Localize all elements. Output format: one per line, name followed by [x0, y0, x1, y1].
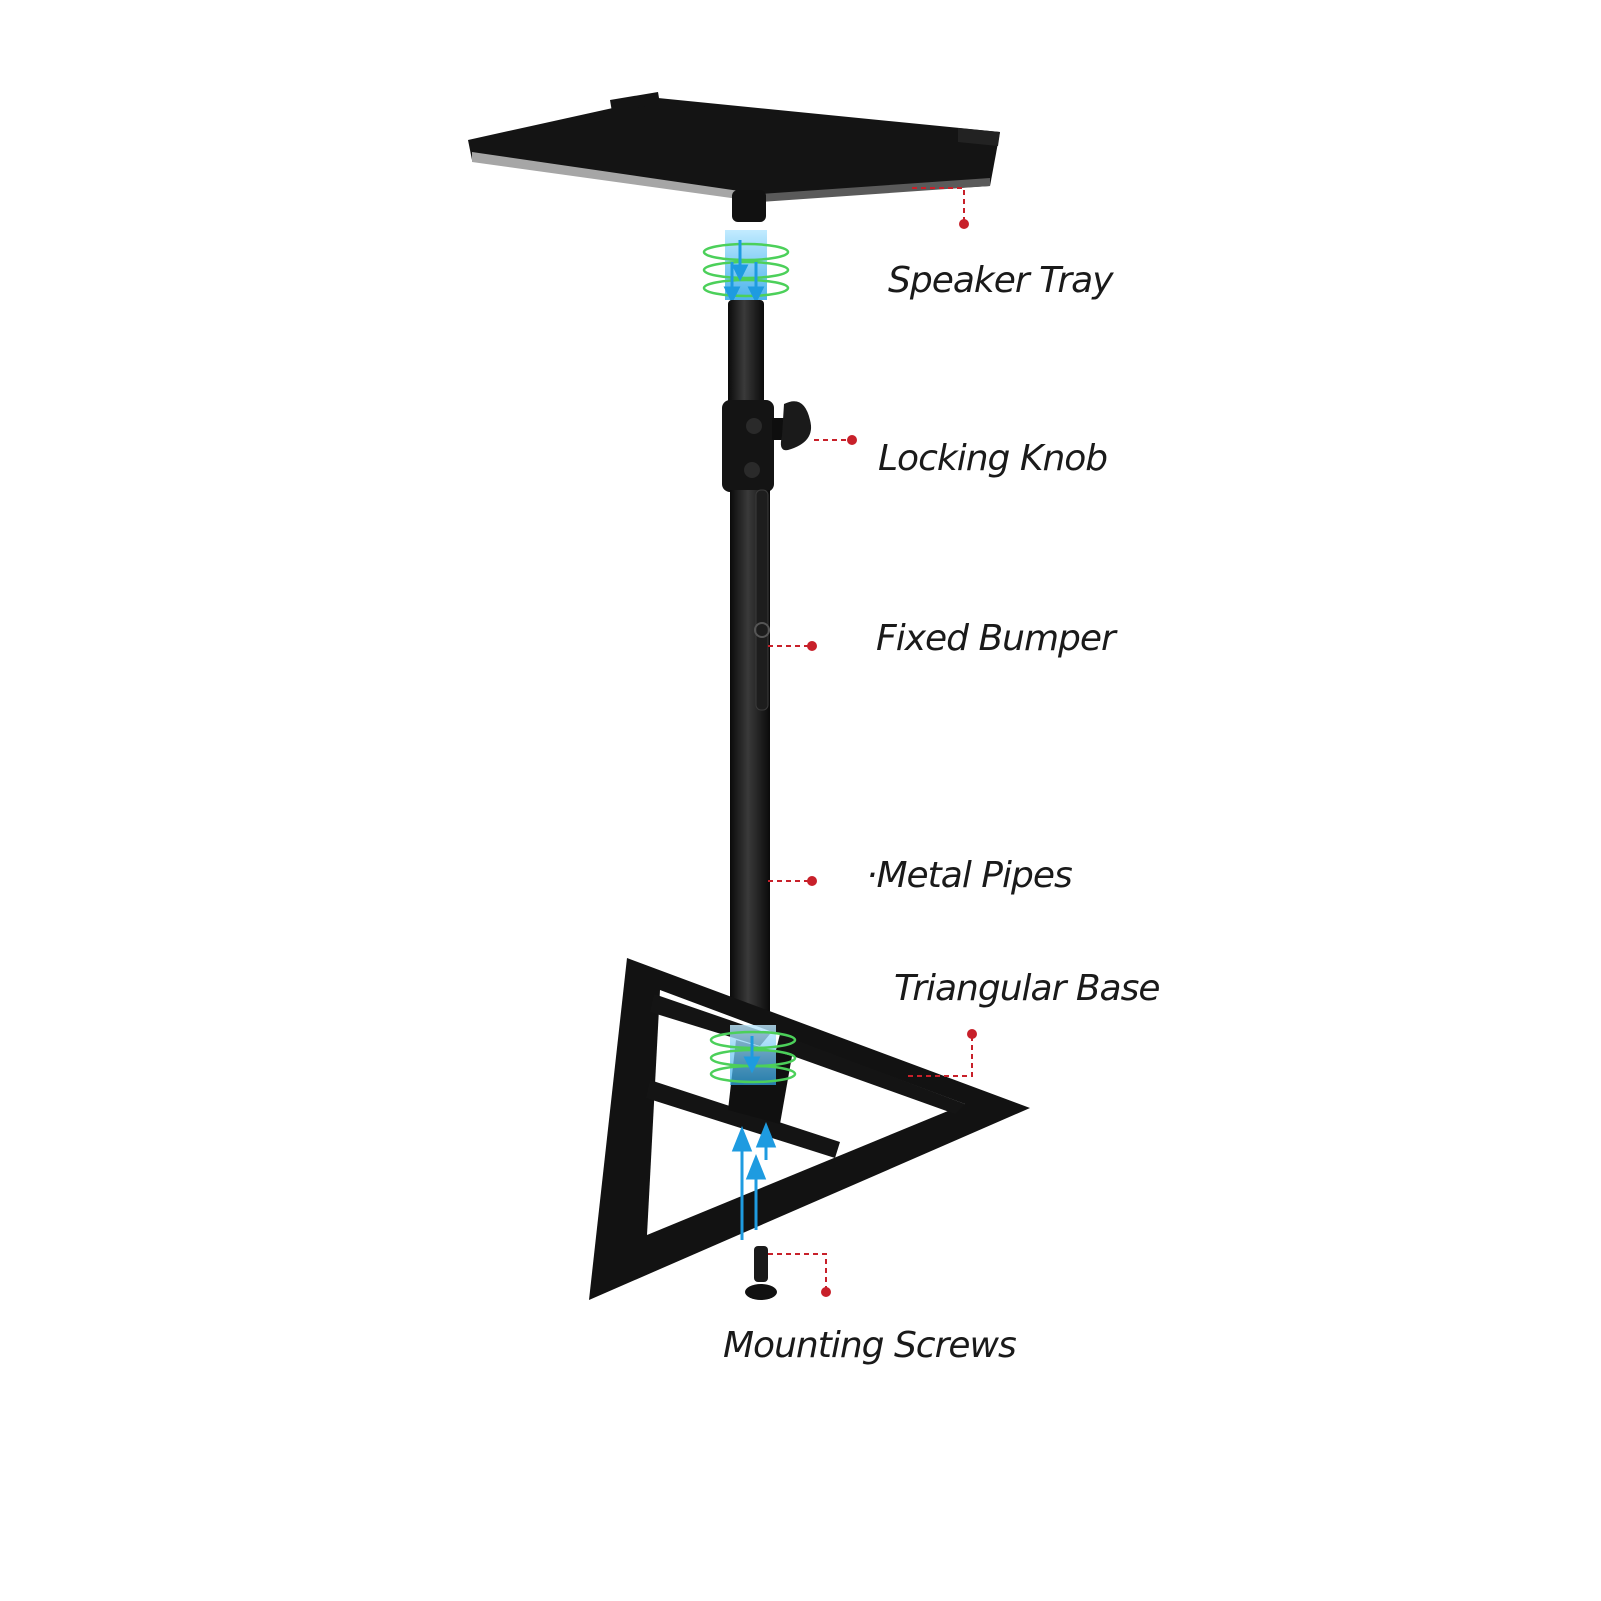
label-fixed-bumper: Fixed Bumper	[876, 618, 1116, 659]
label-metal-pipes: ·Metal Pipes	[866, 855, 1073, 896]
leader-lines	[768, 187, 973, 1292]
screw-icon	[745, 1246, 777, 1300]
leader-dots	[807, 219, 977, 1297]
base-connection-indicator	[709, 1025, 797, 1085]
fixed-bumper	[754, 489, 770, 711]
locking-clamp	[722, 400, 774, 492]
label-triangular-base: Triangular Base	[894, 968, 1161, 1009]
tray-connection-indicator	[702, 230, 790, 304]
label-speaker-tray: Speaker Tray	[888, 260, 1114, 301]
speaker-tray	[468, 92, 1000, 222]
triangular-base	[589, 958, 1030, 1300]
label-locking-knob: Locking Knob	[878, 438, 1108, 479]
label-mounting-screws: Mounting Screws	[723, 1325, 1017, 1366]
upward-arrows	[731, 1121, 777, 1240]
inner-pipe	[728, 300, 764, 410]
knob-icon	[772, 401, 812, 451]
